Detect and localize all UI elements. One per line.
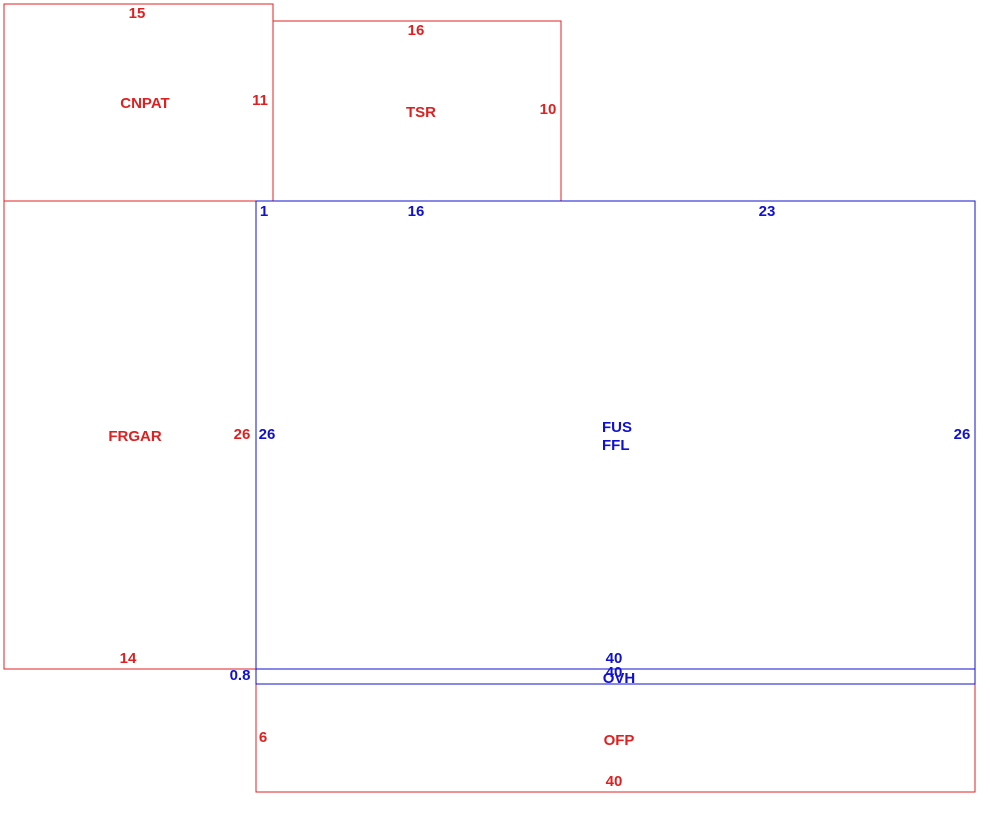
area-fus-dim-bottom: 40 (606, 650, 623, 667)
area-ovh-dim-top: 40 (606, 664, 623, 681)
area-fus-dim-top-b: 23 (759, 203, 776, 220)
area-fus: FUS FFL 1 16 23 26 26 40 (255, 200, 976, 670)
area-ovh: 40 OVH 0.8 (230, 664, 976, 687)
area-cnpat-dim-right: 11 (252, 92, 268, 109)
area-ovh-outline (255, 668, 976, 685)
area-tsr-dim-top: 16 (408, 22, 425, 39)
area-frgar-dim-bottom: 14 (120, 650, 137, 667)
area-tsr: TSR 16 10 (272, 20, 562, 202)
area-tsr-name: TSR (406, 104, 436, 121)
area-ofp-dim-bottom: 40 (606, 773, 623, 790)
area-cnpat-name: CNPAT (120, 95, 169, 112)
area-fus-dim-left: 26 (259, 426, 276, 443)
area-fus-name: FUS (602, 419, 632, 436)
area-frgar-name: FRGAR (108, 428, 161, 445)
area-tsr-dim-right: 10 (540, 101, 557, 118)
area-fus-dim-top-a: 16 (408, 203, 425, 220)
area-cnpat-dim-top: 15 (129, 5, 146, 22)
area-ovh-name: OVH (603, 670, 636, 687)
area-frgar: FRGAR 14 26 (3, 200, 257, 670)
area-frgar-dim-right: 26 (234, 426, 251, 443)
area-ofp: OFP 6 40 (255, 683, 976, 793)
area-ofp-dim-left: 6 (259, 729, 267, 746)
area-cnpat: CNPAT 15 11 (3, 3, 274, 202)
area-ovh-dim-left: 0.8 (230, 667, 251, 684)
area-fus-dim-right: 26 (954, 426, 971, 443)
area-fus-name-2: FFL (602, 437, 630, 454)
area-fus-dim-corner: 1 (260, 203, 268, 220)
area-ofp-name: OFP (604, 732, 635, 749)
